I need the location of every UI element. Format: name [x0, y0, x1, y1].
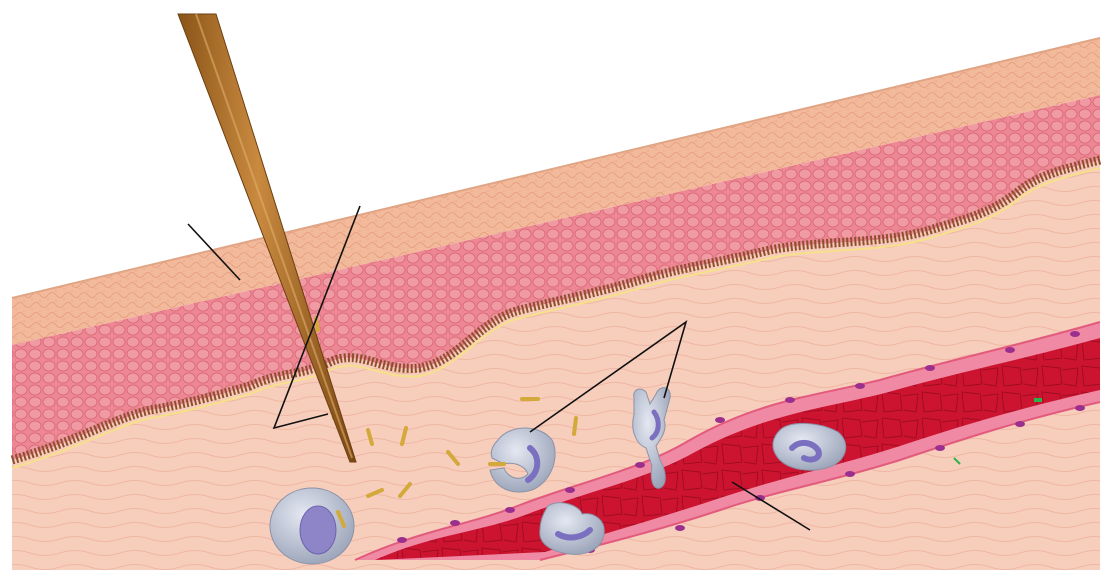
bacteria-icon	[366, 488, 384, 498]
bacteria-icon	[400, 426, 408, 446]
diapedesis-cell	[632, 387, 671, 489]
thorn-icon	[177, 13, 357, 463]
macrophage-cell	[269, 487, 355, 565]
leader-line-thorn-bacteria	[272, 205, 361, 430]
neutrophil-in-vessel	[772, 422, 847, 471]
leader-line-blood-vessel	[731, 481, 811, 531]
epidermis-layer	[12, 95, 1100, 460]
basement-membrane	[10, 155, 1102, 469]
leader-line-phagocytes	[529, 320, 688, 433]
bacteria-icon	[336, 510, 346, 528]
bacteria-icon	[398, 482, 412, 498]
leader-line-skin-surface	[187, 223, 241, 281]
bacteria-icon	[366, 428, 374, 446]
emigrated-cell	[539, 502, 605, 555]
endothelial-nuclei	[397, 331, 1085, 553]
bacteria-icon	[446, 450, 460, 466]
green-marks	[953, 398, 1042, 465]
bacteria-icon	[572, 416, 578, 436]
leader-lines	[187, 205, 811, 531]
bacteria-group	[314, 316, 578, 528]
